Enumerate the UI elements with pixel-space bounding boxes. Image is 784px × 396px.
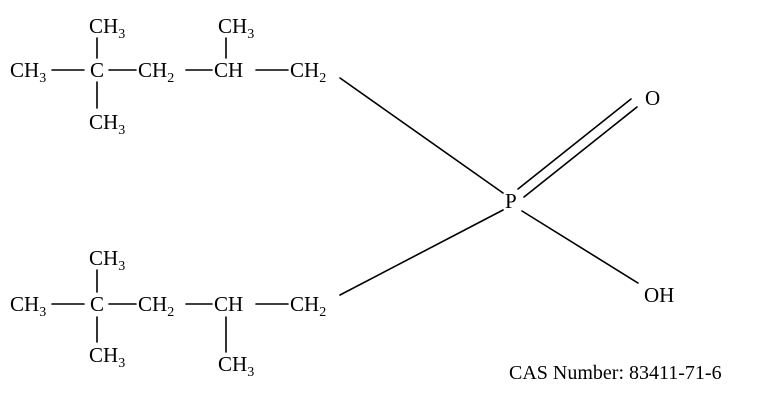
atom-lower-quaternary-c: C [90, 292, 104, 316]
atom-lower-ch2-mid: CH2 [138, 292, 174, 320]
atom-lower-ch3-bottom: CH3 [89, 343, 125, 371]
bond-upper-ch2-p [339, 77, 504, 194]
atom-upper-ch2-mid: CH2 [138, 58, 174, 86]
atom-upper-quaternary-c: C [90, 58, 104, 82]
atom-lower-ch3-top: CH3 [89, 246, 125, 274]
atom-oxygen-double-bond: O [645, 86, 660, 110]
cas-number-label: CAS Number: 83411-71-6 [509, 362, 722, 384]
bond-p-o-double-b [523, 106, 638, 198]
atom-phosphorus: P [505, 189, 517, 213]
atom-lower-ch: CH [214, 292, 243, 316]
atom-lower-ch3-left: CH3 [10, 292, 46, 320]
bond-p-oh [521, 210, 639, 284]
atom-hydroxyl: OH [644, 283, 674, 307]
atom-lower-ch3-methyl: CH3 [218, 352, 254, 380]
bond-p-o-double-a [517, 98, 632, 190]
atom-upper-ch: CH [214, 58, 243, 82]
atom-upper-ch3-bottom: CH3 [89, 110, 125, 138]
bond-lower-ch2-p [339, 209, 504, 296]
atom-upper-ch3-left: CH3 [10, 58, 46, 86]
atom-upper-ch3-top: CH3 [89, 14, 125, 42]
bond-lines [51, 37, 639, 353]
atom-lower-ch2-end: CH2 [290, 292, 326, 320]
atom-upper-ch3-methyl: CH3 [218, 14, 254, 42]
atom-upper-ch2-end: CH2 [290, 58, 326, 86]
